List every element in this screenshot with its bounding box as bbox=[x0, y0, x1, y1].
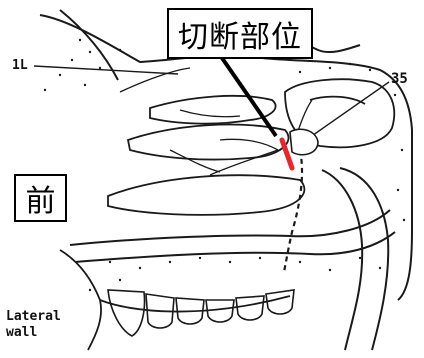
front-direction-label: 前 bbox=[14, 174, 67, 222]
ganglion bbox=[290, 129, 318, 155]
turbinates bbox=[108, 96, 304, 215]
structure-label-1l: 1L bbox=[12, 58, 28, 73]
pharynx-wall bbox=[322, 168, 388, 350]
inferior-turbinate bbox=[108, 175, 304, 215]
lateral-wall-label: Lateral wall bbox=[6, 309, 66, 341]
leader-line-1l bbox=[34, 66, 178, 74]
leader-line-35 bbox=[306, 82, 389, 140]
cut-site-label: 切断部位 bbox=[167, 8, 313, 59]
teeth bbox=[108, 290, 294, 336]
structure-label-35: 35 bbox=[391, 71, 408, 87]
hard-palate bbox=[70, 210, 395, 262]
